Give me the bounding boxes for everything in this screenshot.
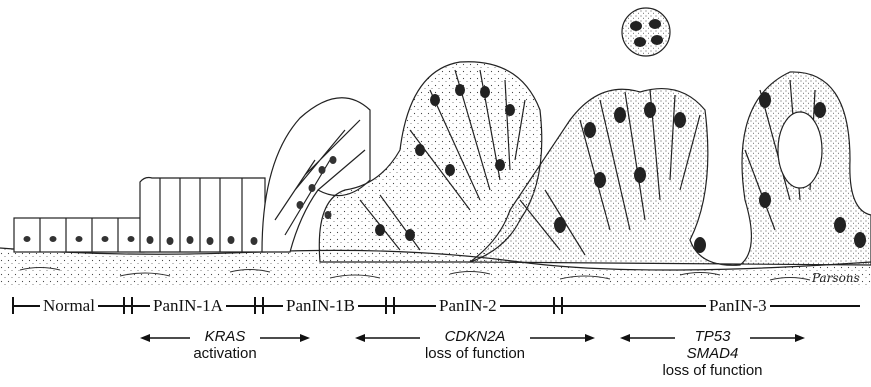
gene-name: KRAS: [190, 328, 260, 345]
stage-tick: [385, 297, 387, 314]
stage-tick: [123, 297, 125, 314]
stage-label-panin-1b: PanIN-1B: [283, 296, 358, 316]
normal-epithelium: [14, 218, 144, 252]
gene-name: TP53: [650, 328, 775, 345]
panin-1a-epithelium: [140, 178, 265, 253]
stage-tick: [131, 297, 133, 314]
gene-cdkn2a: CDKN2A loss of function: [420, 328, 530, 362]
stage-tick: [393, 297, 395, 314]
stage-tick: [254, 297, 256, 314]
stage-tick: [561, 297, 563, 314]
stage-tick: [262, 297, 264, 314]
stage-tick: [12, 297, 14, 314]
artist-signature: Parsons: [811, 271, 860, 285]
stage-label-panin-2: PanIN-2: [436, 296, 500, 316]
gene-effect: activation: [190, 345, 260, 362]
gene-name: CDKN2A: [420, 328, 530, 345]
gene-effect: loss of function: [420, 345, 530, 362]
detached-cell-cluster: [622, 8, 670, 56]
stage-label-panin-1a: PanIN-1A: [150, 296, 226, 316]
gene-kras: KRAS activation: [190, 328, 260, 362]
gene-tp53-smad4: TP53 SMAD4 loss of function: [650, 328, 775, 379]
gene-name: SMAD4: [650, 345, 775, 362]
stage-tick: [553, 297, 555, 314]
stage-label-normal: Normal: [40, 296, 98, 316]
stage-label-panin-3: PanIN-3: [706, 296, 770, 316]
panin-progression-illustration: Parsons: [0, 0, 871, 290]
gene-effect: loss of function: [650, 362, 775, 379]
